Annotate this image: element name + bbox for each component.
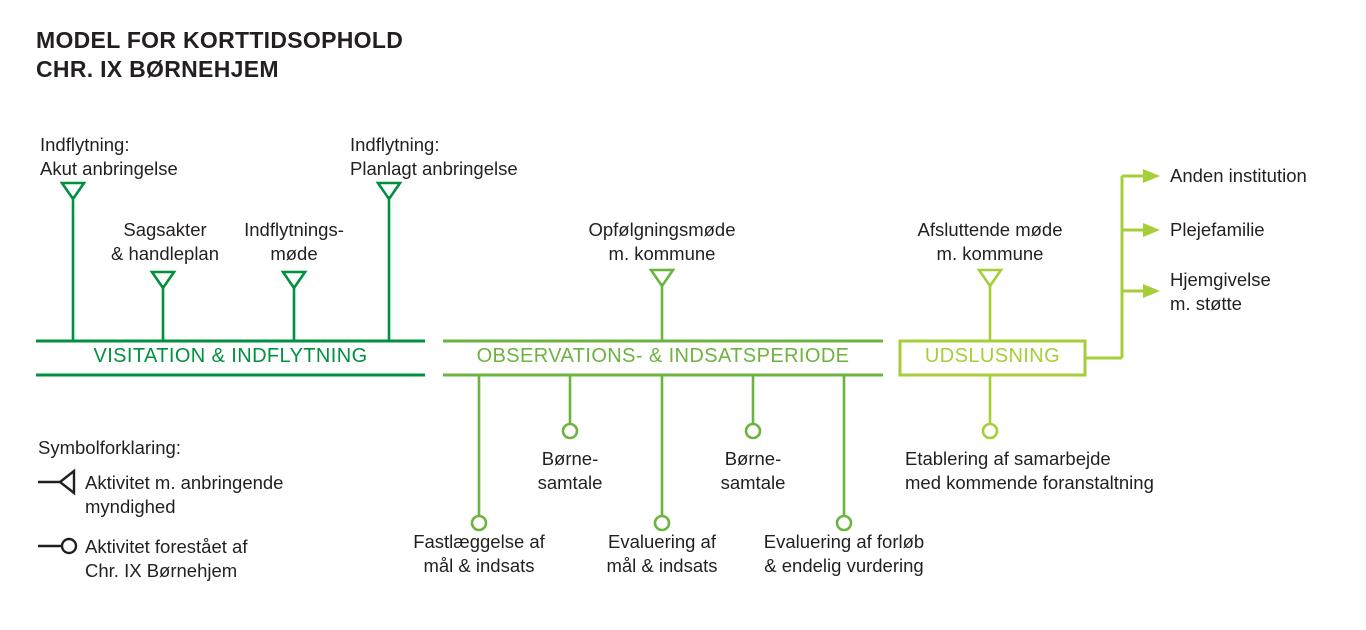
legend-item-label-0: Aktivitet m. anbringende myndighed <box>85 472 284 517</box>
marker-label-observation-below-4: Evaluering af forløb & endelig vurdering <box>763 531 925 576</box>
marker-triangle-visitation-above-2 <box>280 270 308 291</box>
marker-circle-observation-below-0 <box>470 514 488 532</box>
legend-item-label-1: Aktivitet forestået af Chr. IX Børnehjem <box>85 536 248 581</box>
marker-label-observation-above-0: Opfølgningsmøde m. kommune <box>588 219 736 264</box>
marker-triangle-visitation-above-3 <box>375 181 403 202</box>
marker-label-observation-below-1: Børne- samtale <box>537 448 603 493</box>
marker-circle-observation-below-2 <box>653 514 671 532</box>
marker-label-observation-below-3: Børne- samtale <box>720 448 786 493</box>
outcome-arrow-head-2 <box>1143 284 1160 298</box>
marker-circle-observation-below-3 <box>744 422 762 440</box>
marker-circle-observation-below-4 <box>835 514 853 532</box>
marker-triangle-visitation-above-1 <box>149 270 177 291</box>
outcome-label-2: Hjemgivelse m. støtte <box>1170 269 1271 314</box>
marker-triangle-observation-above-0 <box>648 268 676 289</box>
marker-label-udslusning-below-0: Etablering af samarbejde med kommende fo… <box>905 448 1154 493</box>
marker-label-visitation-above-3: Indflytning: Planlagt anbringelse <box>350 134 518 179</box>
legend-triangle-icon-0 <box>58 468 76 496</box>
phase-band-label-udslusning: UDSLUSNING <box>924 345 1061 367</box>
outcome-label-1: Plejefamilie <box>1170 219 1265 240</box>
marker-triangle-visitation-above-0 <box>59 181 87 202</box>
marker-label-visitation-above-0: Indflytning: Akut anbringelse <box>40 134 178 179</box>
legend-title: Symbolforklaring: <box>38 437 181 458</box>
legend-circle-icon-1 <box>60 537 78 555</box>
phase-band-label-visitation: VISITATION & INDFLYTNING <box>93 345 368 367</box>
marker-label-udslusning-above-0: Afsluttende møde m. kommune <box>917 219 1063 264</box>
phase-band-label-observation: OBSERVATIONS- & INDSATSPERIODE <box>476 345 850 367</box>
marker-triangle-udslusning-above-0 <box>976 268 1004 289</box>
page-title: MODEL FOR KORTTIDSOPHOLD CHR. IX BØRNEHJ… <box>36 27 404 82</box>
marker-label-observation-below-0: Fastlæggelse af mål & indsats <box>413 531 545 576</box>
outcome-label-0: Anden institution <box>1170 165 1307 186</box>
outcome-arrow-head-0 <box>1143 169 1160 183</box>
marker-label-visitation-above-2: Indflytnings- møde <box>244 219 344 264</box>
outcome-arrow-head-1 <box>1143 223 1160 237</box>
marker-circle-udslusning-below-0 <box>981 422 999 440</box>
marker-label-observation-below-2: Evaluering af mål & indsats <box>606 531 718 576</box>
marker-label-visitation-above-1: Sagsakter & handleplan <box>110 219 220 264</box>
marker-circle-observation-below-1 <box>561 422 579 440</box>
